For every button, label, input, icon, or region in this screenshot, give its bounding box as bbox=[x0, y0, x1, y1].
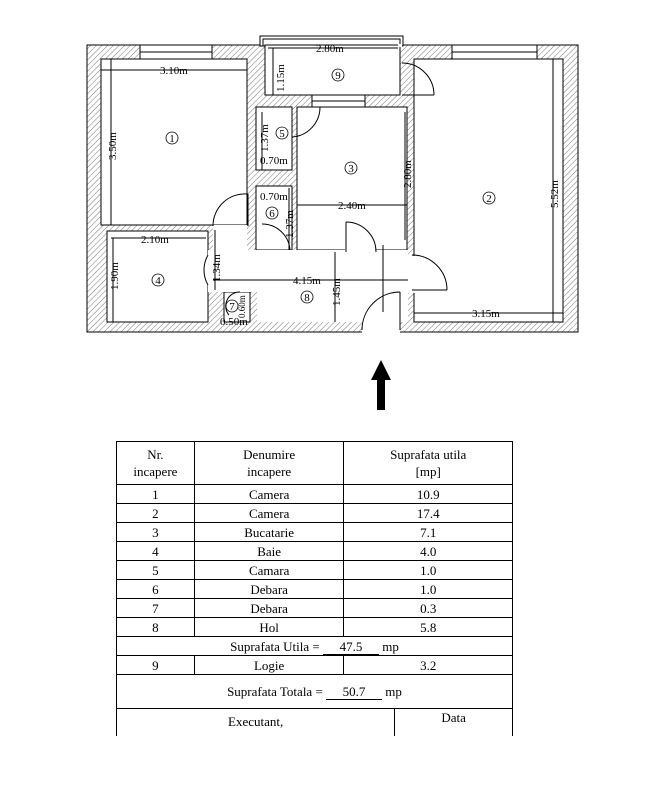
cell-nr: 4 bbox=[116, 541, 195, 561]
dim-r6-width: 0.70m bbox=[260, 191, 288, 203]
cell-area: 0.3 bbox=[343, 598, 513, 618]
room-number-7: 7 bbox=[229, 301, 235, 313]
dim-r6-height: 1.37m bbox=[284, 210, 296, 238]
dim-hall-height-a: 1.34m bbox=[211, 254, 223, 282]
dim-hall-width: 4.15m bbox=[293, 275, 321, 287]
executant-label: Executant, bbox=[115, 708, 396, 733]
dim-r5-height: 1.37m bbox=[259, 124, 271, 152]
room-number-8: 8 bbox=[304, 292, 310, 304]
cell-name: Debara bbox=[193, 598, 345, 618]
cell-area: 10.9 bbox=[343, 484, 513, 504]
utila-unit: mp bbox=[382, 638, 399, 654]
utila-row: Suprafata Utila = 47.5 mp bbox=[116, 636, 513, 656]
utila-label: Suprafata Utila = bbox=[230, 638, 320, 654]
totala-label: Suprafata Totala = bbox=[227, 684, 323, 699]
room-number-6: 6 bbox=[269, 208, 275, 220]
dim-r7-height: 0.60m bbox=[237, 295, 247, 318]
dim-r3-height: 2.80m bbox=[402, 160, 414, 188]
cell-nr: 7 bbox=[116, 598, 195, 618]
cell-name: Baie bbox=[193, 541, 345, 561]
totala-unit: mp bbox=[385, 684, 402, 699]
dim-r3-width: 2.40m bbox=[338, 200, 366, 212]
cell-area: 4.0 bbox=[343, 541, 513, 561]
dimension-lines bbox=[101, 47, 563, 322]
room-number-3: 3 bbox=[348, 163, 354, 175]
dim-r4-width: 2.10m bbox=[141, 234, 169, 246]
room-4 bbox=[106, 230, 209, 323]
cell-name: Camera bbox=[193, 484, 345, 504]
dim-r5-width: 0.70m bbox=[260, 155, 288, 167]
totala-value: 50.7 bbox=[326, 685, 383, 700]
cell-name: Hol bbox=[193, 617, 345, 637]
totala-row: Suprafata Totala = 50.7 mp bbox=[116, 674, 513, 709]
cell-nr: 8 bbox=[116, 617, 195, 637]
table-header: Nr. incapere Denumire incapere Suprafata u… bbox=[116, 441, 513, 485]
signature-space bbox=[115, 733, 513, 736]
cell-nr: 2 bbox=[116, 503, 195, 523]
room-1 bbox=[100, 58, 248, 226]
logia-9 bbox=[264, 44, 401, 96]
cell-nr: 5 bbox=[116, 560, 195, 580]
cell-area: 1.0 bbox=[343, 579, 513, 599]
dim-r7-width: 0.50m bbox=[220, 316, 248, 328]
room-interiors bbox=[100, 44, 564, 323]
dim-r2-width: 3.15m bbox=[472, 308, 500, 320]
cell-nr: 3 bbox=[116, 522, 195, 542]
cell-name: Bucatarie bbox=[193, 522, 345, 542]
dimension-labels: 3.10m 3.50m 2.80m 1.15m 5.52m 3.15m 2.80… bbox=[107, 43, 561, 328]
windows bbox=[139, 44, 538, 108]
cell-area: 7.1 bbox=[343, 522, 513, 542]
dim-hall-height-b: 1.45m bbox=[331, 278, 343, 306]
room-2 bbox=[413, 58, 564, 323]
dim-r1-width: 3.10m bbox=[160, 65, 188, 77]
floor-plan: 3.10m 3.50m 2.80m 1.15m 5.52m 3.15m 2.80… bbox=[86, 35, 579, 410]
dim-r2-height: 5.52m bbox=[549, 180, 561, 208]
cell-nr: 9 bbox=[116, 655, 195, 675]
dim-r1-height: 3.50m bbox=[107, 132, 119, 160]
cell-name: Logie bbox=[193, 655, 345, 675]
room-numbers: 1 2 3 4 5 6 7 8 9 bbox=[155, 70, 492, 313]
cell-name: Camera bbox=[193, 503, 345, 523]
cell-nr: 6 bbox=[116, 579, 195, 599]
room-number-2: 2 bbox=[486, 193, 492, 205]
dim-logia-height: 1.15m bbox=[275, 64, 287, 92]
dim-logia-width: 2.80m bbox=[316, 43, 344, 55]
utila-value: 47.5 bbox=[323, 639, 379, 655]
room-3 bbox=[296, 106, 408, 251]
doors bbox=[203, 62, 448, 331]
room-number-1: 1 bbox=[169, 133, 175, 145]
cell-name: Debara bbox=[193, 579, 345, 599]
signature-row: Executant, Data bbox=[115, 708, 513, 733]
cell-area: 5.8 bbox=[343, 617, 513, 637]
room-area-table: Nr. incapere Denumire incapere Suprafata u… bbox=[115, 441, 513, 736]
room-number-5: 5 bbox=[279, 128, 285, 140]
room-number-9: 9 bbox=[335, 70, 341, 82]
header-nr: Nr. bbox=[147, 447, 164, 462]
cell-area: 17.4 bbox=[343, 503, 513, 523]
header-nr-2: incapere bbox=[133, 464, 178, 479]
cell-area: 3.2 bbox=[343, 655, 513, 675]
cell-nr: 1 bbox=[116, 484, 195, 504]
cell-area: 1.0 bbox=[343, 560, 513, 580]
header-area-2: [mp] bbox=[415, 464, 441, 479]
room-number-markers bbox=[151, 68, 496, 313]
header-name: Denumire bbox=[243, 447, 296, 462]
dim-r4-height: 1.90m bbox=[109, 262, 121, 290]
cell-name: Camara bbox=[193, 560, 345, 580]
header-area: Suprafata utila bbox=[390, 447, 467, 462]
data-label: Data bbox=[394, 708, 513, 733]
entrance-arrow-icon bbox=[371, 360, 391, 410]
header-name-2: incapere bbox=[247, 464, 292, 479]
room-number-4: 4 bbox=[155, 275, 161, 287]
